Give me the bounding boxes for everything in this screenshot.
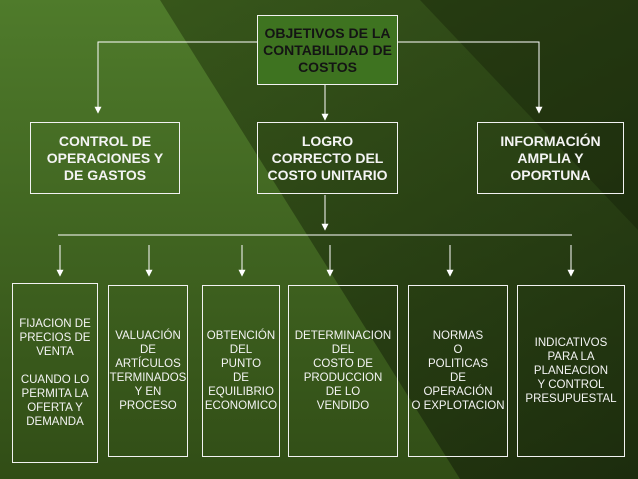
- control-operations-label: CONTROL DE OPERACIONES Y DE GASTOS: [46, 132, 164, 183]
- unit-cost-label: LOGRO CORRECTO DEL COSTO UNITARIO: [267, 132, 388, 183]
- connector-root-left: [94, 41, 257, 114]
- root-objectives-label: OBJETIVOS DE LA CONTABILIDAD DE COSTOS: [263, 24, 392, 75]
- break-even-label: OBTENCIÓN DEL PUNTO DE EQUILIBRIO ECONOM…: [204, 330, 278, 412]
- control-operations-box: CONTROL DE OPERACIONES Y DE GASTOS: [30, 122, 180, 194]
- valuation-box: VALUACIÓN DE ARTÍCULOS TERMINADOS Y EN P…: [108, 285, 188, 457]
- policies-box: NORMAS O POLITICAS DE OPERACIÓN O EXPLOT…: [408, 285, 508, 457]
- cost-of-sales-label: DETERMINACION DEL COSTO DE PRODUCCION DE…: [294, 330, 392, 412]
- unit-cost-box: LOGRO CORRECTO DEL COSTO UNITARIO: [257, 122, 398, 194]
- information-box: INFORMACIÓN AMPLIA Y OPORTUNA: [477, 122, 624, 194]
- budget-planning-label: INDICATIVOS PARA LA PLANEACION Y CONTROL…: [525, 337, 617, 405]
- valuation-label: VALUACIÓN DE ARTÍCULOS TERMINADOS Y EN P…: [109, 330, 187, 412]
- pricing-box: FIJACION DE PRECIOS DE VENTA CUANDO LO P…: [12, 283, 98, 463]
- policies-label: NORMAS O POLITICAS DE OPERACIÓN O EXPLOT…: [411, 330, 505, 412]
- budget-planning-box: INDICATIVOS PARA LA PLANEACION Y CONTROL…: [517, 285, 625, 457]
- pricing-label: FIJACION DE PRECIOS DE VENTA CUANDO LO P…: [19, 318, 91, 428]
- root-objectives-box: OBJETIVOS DE LA CONTABILIDAD DE COSTOS: [257, 15, 398, 85]
- cost-of-sales-box: DETERMINACION DEL COSTO DE PRODUCCION DE…: [288, 285, 398, 457]
- information-label: INFORMACIÓN AMPLIA Y OPORTUNA: [500, 132, 601, 183]
- connector-root-right: [398, 41, 543, 114]
- break-even-box: OBTENCIÓN DEL PUNTO DE EQUILIBRIO ECONOM…: [202, 285, 280, 457]
